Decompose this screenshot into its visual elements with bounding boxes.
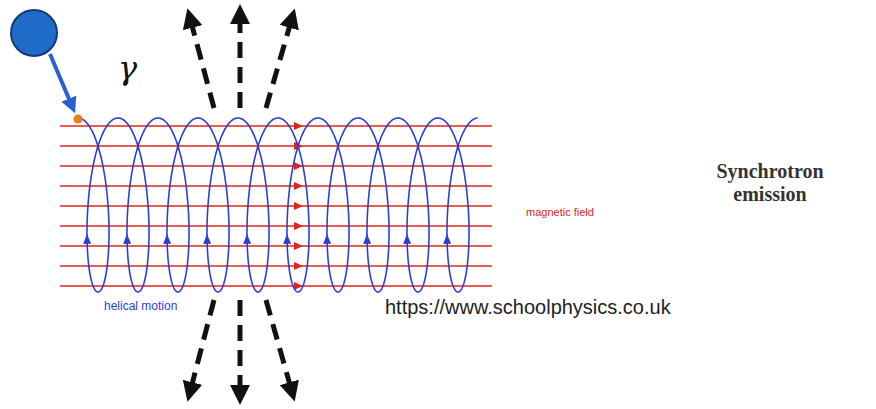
helix-arrow bbox=[163, 234, 171, 244]
field-line bbox=[60, 165, 492, 167]
helix-arrow bbox=[323, 234, 331, 244]
helix-arrow bbox=[203, 234, 211, 244]
field-arrow bbox=[294, 222, 303, 230]
field-line bbox=[60, 245, 492, 247]
field-label: magnetic field bbox=[526, 206, 594, 219]
field-arrow bbox=[294, 122, 303, 130]
field-arrow bbox=[294, 262, 303, 270]
photon-arrow bbox=[266, 18, 292, 108]
entry-point bbox=[74, 115, 83, 124]
figure-caption: Synchrotron emission bbox=[700, 160, 840, 206]
photon-arrow bbox=[238, 14, 243, 108]
field-line bbox=[60, 185, 492, 187]
photon-arrow bbox=[238, 300, 243, 395]
helix-arrow bbox=[243, 234, 251, 244]
field-arrow bbox=[294, 182, 303, 190]
photon-arrow bbox=[190, 18, 214, 108]
helical-path bbox=[78, 118, 478, 292]
source-url: https://www.schoolphysics.co.uk bbox=[385, 296, 671, 319]
field-line bbox=[60, 145, 492, 147]
helix-arrow bbox=[123, 234, 131, 244]
helix-curve bbox=[78, 118, 478, 292]
motion-label: helical motion bbox=[104, 300, 177, 314]
particle bbox=[11, 10, 57, 56]
field-arrow bbox=[294, 202, 303, 210]
helix-arrow bbox=[363, 234, 371, 244]
helix-arrow bbox=[283, 234, 291, 244]
gamma-symbol: γ bbox=[118, 50, 137, 87]
field-line bbox=[60, 205, 492, 207]
photon-arrows bbox=[190, 14, 292, 395]
particle-arrow bbox=[50, 54, 72, 106]
helix-arrow bbox=[403, 234, 411, 244]
field-line bbox=[60, 285, 492, 287]
field-line bbox=[60, 225, 492, 227]
photon-arrow bbox=[266, 300, 292, 392]
helix-arrow bbox=[443, 234, 451, 244]
helix-arrow bbox=[83, 234, 91, 244]
field-arrow bbox=[294, 242, 303, 250]
photon-arrow bbox=[190, 300, 214, 392]
